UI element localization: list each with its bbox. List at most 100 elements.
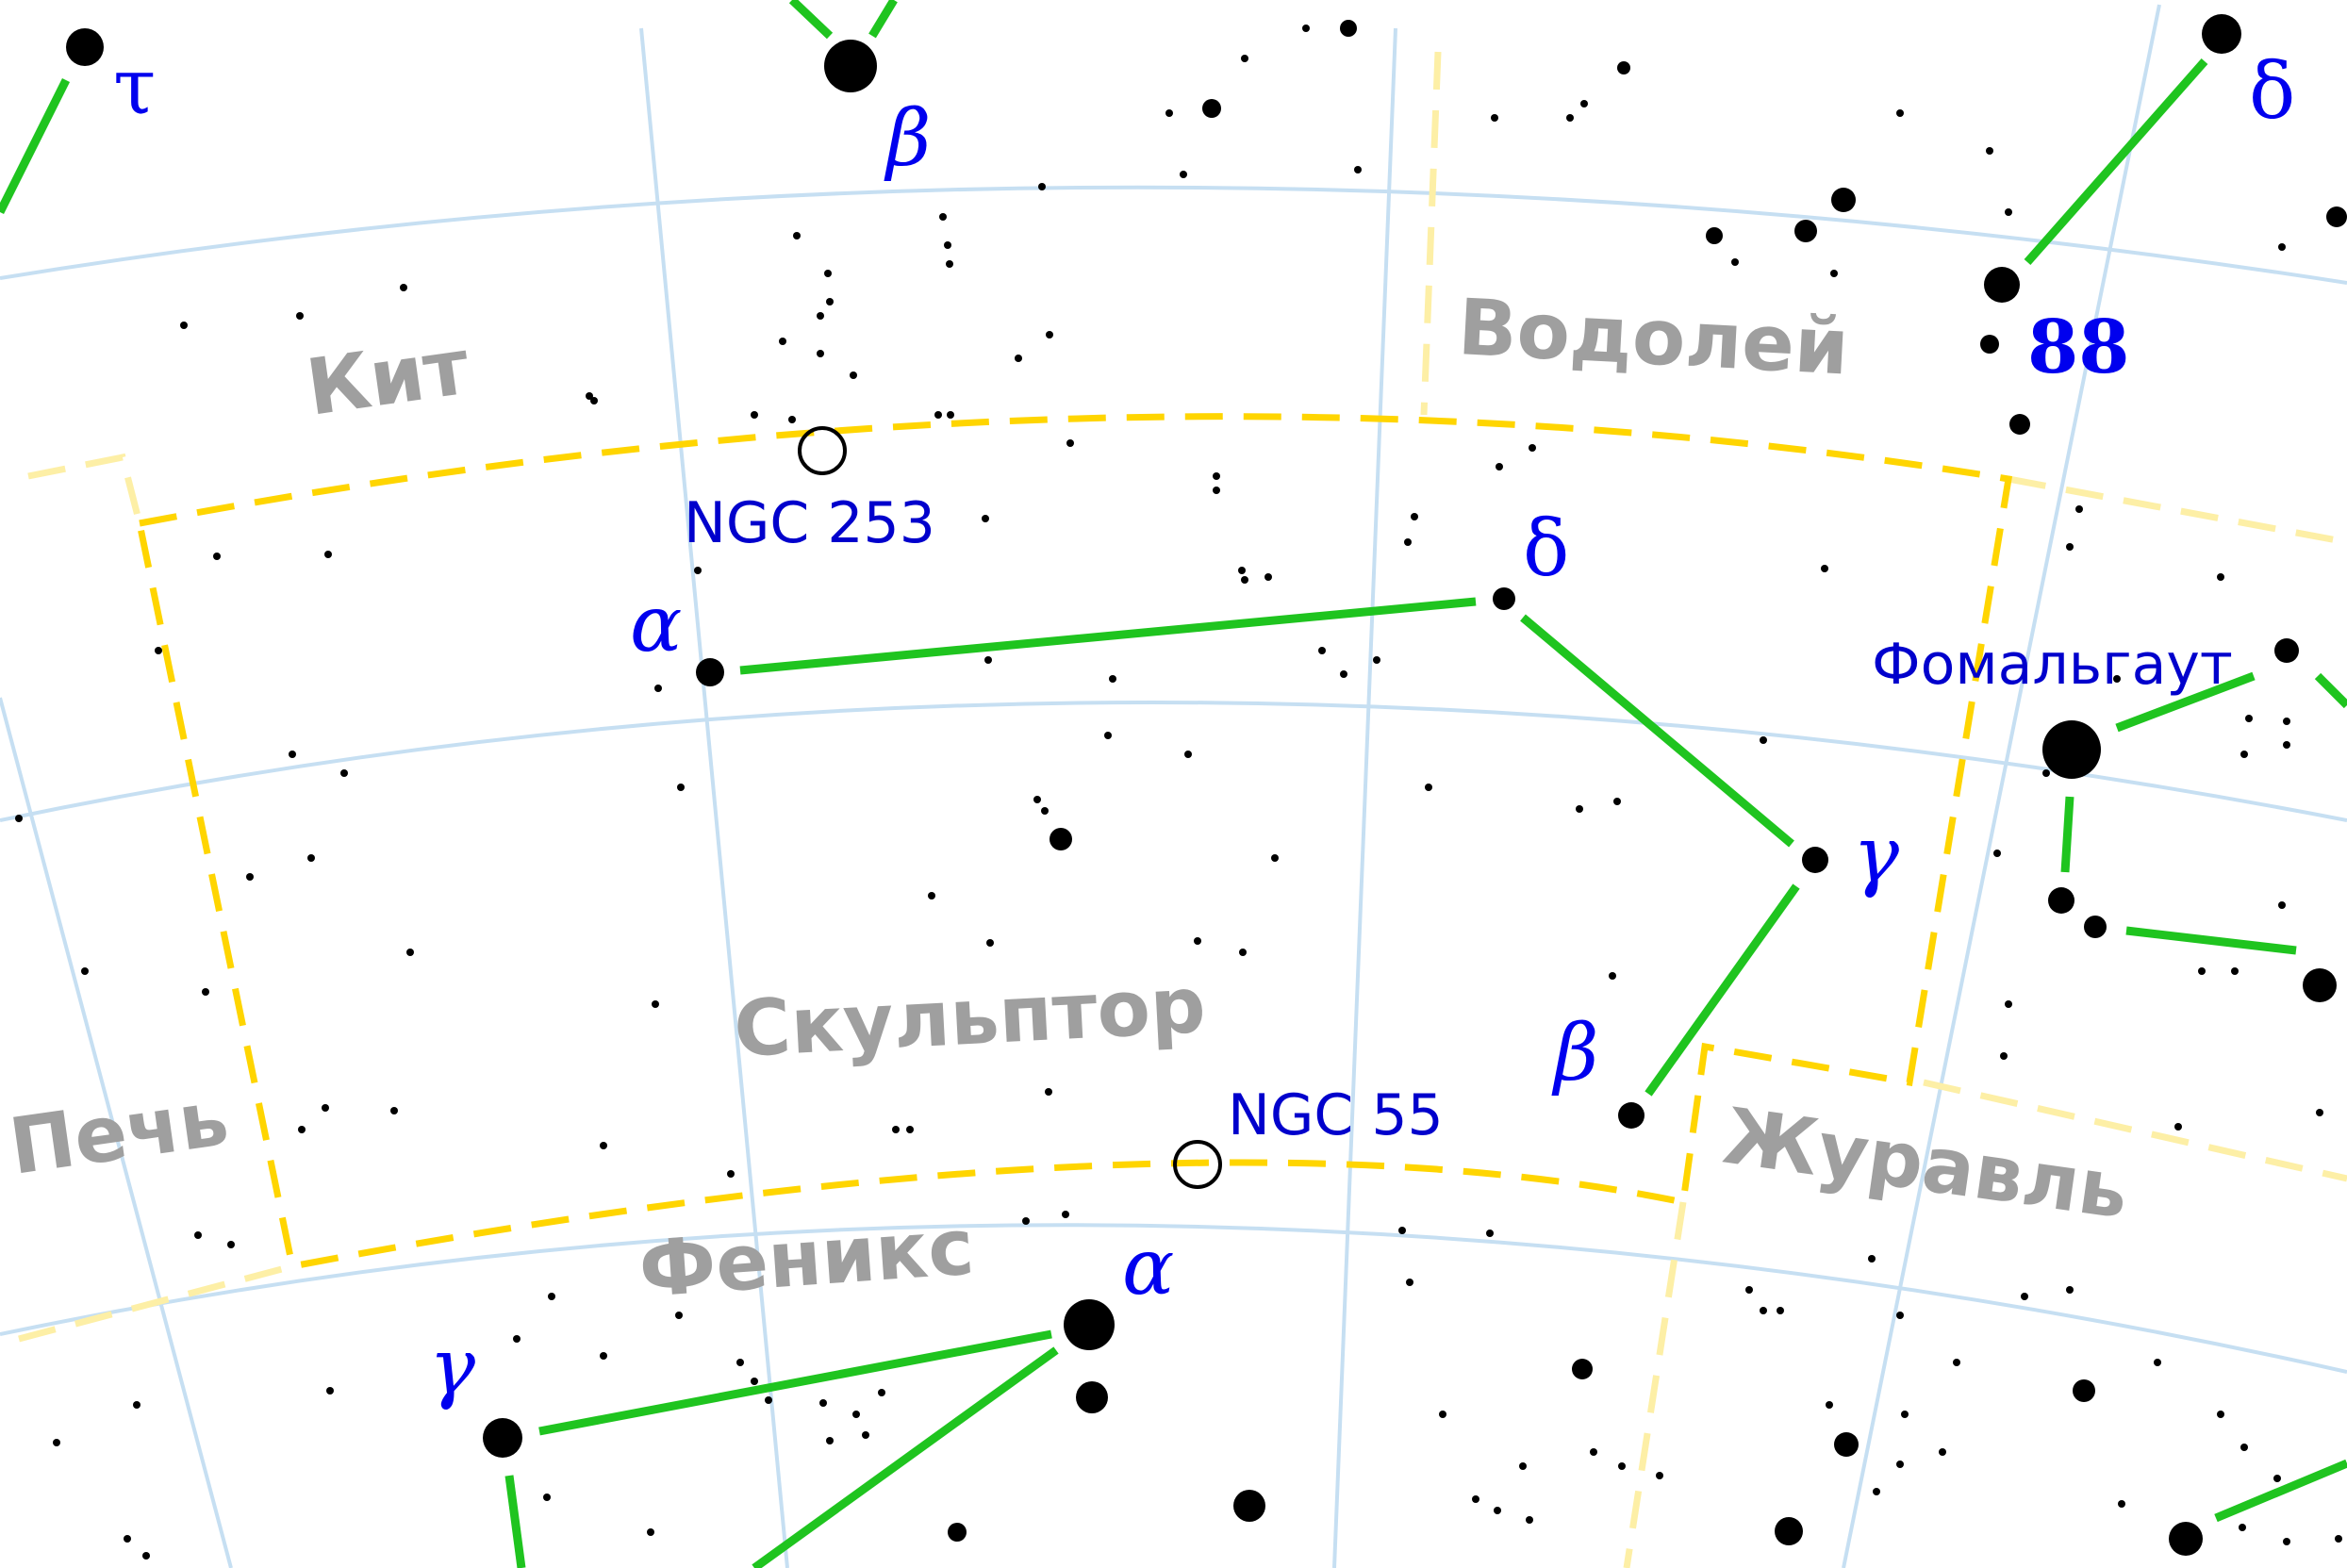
- background-star: [826, 298, 834, 305]
- background-star: [2084, 916, 2107, 938]
- background-star: [1896, 109, 1904, 117]
- background-star: [513, 1335, 521, 1343]
- star-delta-scl: [1493, 587, 1515, 610]
- background-star: [2005, 208, 2012, 216]
- background-star: [1831, 188, 1856, 212]
- stick-line: [868, 0, 898, 39]
- background-star: [213, 553, 221, 560]
- background-star: [133, 1401, 140, 1409]
- background-star: [1404, 538, 1412, 546]
- background-star: [1896, 1312, 1904, 1319]
- background-star: [2198, 967, 2206, 975]
- background-star: [1794, 220, 1817, 242]
- grid-declination-line: [0, 701, 2347, 822]
- label-88: 88: [2027, 305, 2130, 390]
- background-star: [2066, 1286, 2074, 1294]
- background-star: [779, 338, 786, 345]
- label-fomalhaut: Фомальгаут: [1872, 632, 2233, 698]
- background-star: [1202, 99, 1221, 118]
- background-star: [2245, 715, 2253, 722]
- background-star: [1213, 472, 1220, 480]
- stick-line: [2214, 1459, 2347, 1523]
- background-star: [654, 685, 662, 692]
- boundary-neighbor: [1923, 1079, 2347, 1182]
- background-star: [1901, 1411, 1909, 1418]
- deep-sky-objects: [798, 426, 1222, 1189]
- background-star: [1491, 114, 1498, 122]
- background-star: [2066, 543, 2074, 551]
- background-star: [543, 1494, 551, 1501]
- background-star: [1104, 732, 1112, 739]
- background-star: [939, 213, 947, 221]
- background-star: [1180, 171, 1187, 178]
- background-star: [2217, 573, 2224, 581]
- boundary-sculptor: [135, 413, 2013, 1271]
- background-star: [765, 1396, 772, 1404]
- background-star: [817, 350, 824, 357]
- background-star: [2326, 206, 2347, 227]
- background-star: [852, 1411, 860, 1418]
- background-star: [322, 1104, 329, 1112]
- background-star: [1526, 1516, 1533, 1524]
- background-star: [1609, 972, 1616, 980]
- background-star: [1411, 513, 1418, 520]
- label-alpha-phe: α: [1122, 1223, 1174, 1312]
- grid-hour-line: [1332, 27, 1397, 1568]
- background-star: [1656, 1472, 1663, 1479]
- grid-hour-line: [1842, 4, 2161, 1568]
- background-star: [180, 322, 188, 329]
- background-star: [850, 371, 857, 379]
- background-stars: [15, 20, 2347, 1560]
- stick-line: [2024, 58, 2208, 265]
- star-fomalhaut: [2042, 720, 2101, 779]
- background-star: [194, 1231, 202, 1239]
- background-star: [1109, 675, 1116, 683]
- star-gamma-phe: [483, 1418, 522, 1458]
- stick-line: [0, 77, 71, 215]
- ngc55-marker: [1173, 1140, 1222, 1189]
- background-star: [984, 656, 992, 664]
- background-star: [1986, 147, 1993, 155]
- background-star: [1194, 937, 1201, 945]
- stars: [66, 14, 2241, 1458]
- grid-declination-line: [0, 185, 2347, 285]
- label-alpha-scl: α: [630, 580, 682, 669]
- background-star: [307, 854, 315, 862]
- stick-line: [752, 1346, 1059, 1568]
- stick-line: [538, 1329, 1052, 1436]
- background-star: [155, 647, 162, 654]
- background-star: [1953, 1359, 1960, 1366]
- label-tau: τ: [113, 42, 156, 132]
- constellation-boundaries: [18, 51, 2347, 1568]
- background-star: [1529, 444, 1536, 452]
- background-star: [124, 1535, 131, 1543]
- background-star: [824, 270, 832, 277]
- background-star: [1760, 1307, 1767, 1314]
- background-star: [1340, 20, 1357, 37]
- background-star: [1472, 1495, 1479, 1503]
- stick-line: [1645, 883, 1800, 1097]
- background-star: [727, 1170, 735, 1178]
- background-star: [600, 1352, 607, 1360]
- label-gamma-phe: γ: [429, 1323, 476, 1412]
- background-star: [1834, 1432, 1859, 1457]
- background-star: [817, 312, 824, 320]
- background-star: [1076, 1381, 1108, 1413]
- background-star: [647, 1528, 654, 1536]
- star-tau: [66, 28, 104, 66]
- background-star: [944, 241, 951, 249]
- background-star: [1241, 576, 1248, 584]
- background-star: [652, 1000, 659, 1008]
- background-star: [1233, 1490, 1265, 1522]
- background-star: [142, 1552, 150, 1560]
- background-star: [1486, 1230, 1494, 1237]
- boundary-neighbor: [27, 453, 143, 524]
- background-star: [202, 988, 209, 996]
- background-star: [1590, 1448, 1597, 1456]
- background-star: [400, 284, 407, 291]
- background-star: [340, 769, 348, 777]
- background-star: [892, 1126, 900, 1133]
- background-star: [1340, 670, 1347, 678]
